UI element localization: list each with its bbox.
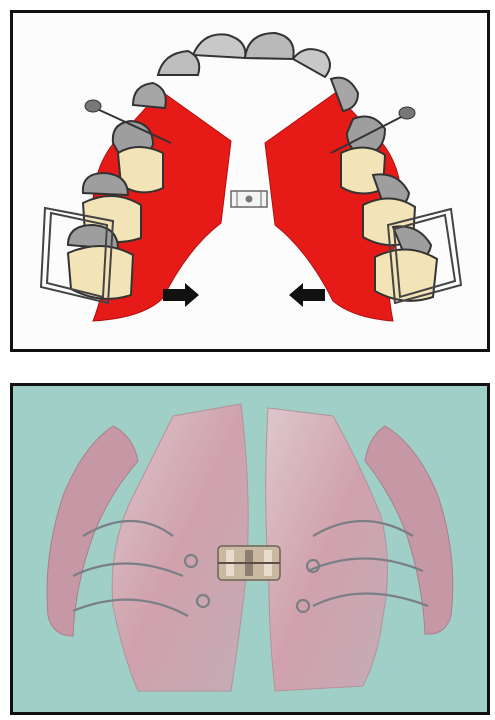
expansion-screw-icon [231,191,267,207]
arrow-left-icon [289,283,325,307]
appliance-diagram [13,13,487,349]
photo-expansion-screw [218,546,280,580]
front-teeth [133,33,358,111]
appliance-photo [13,386,487,712]
appliance-diagram-panel [10,10,490,352]
appliance-photo-panel [10,383,490,715]
